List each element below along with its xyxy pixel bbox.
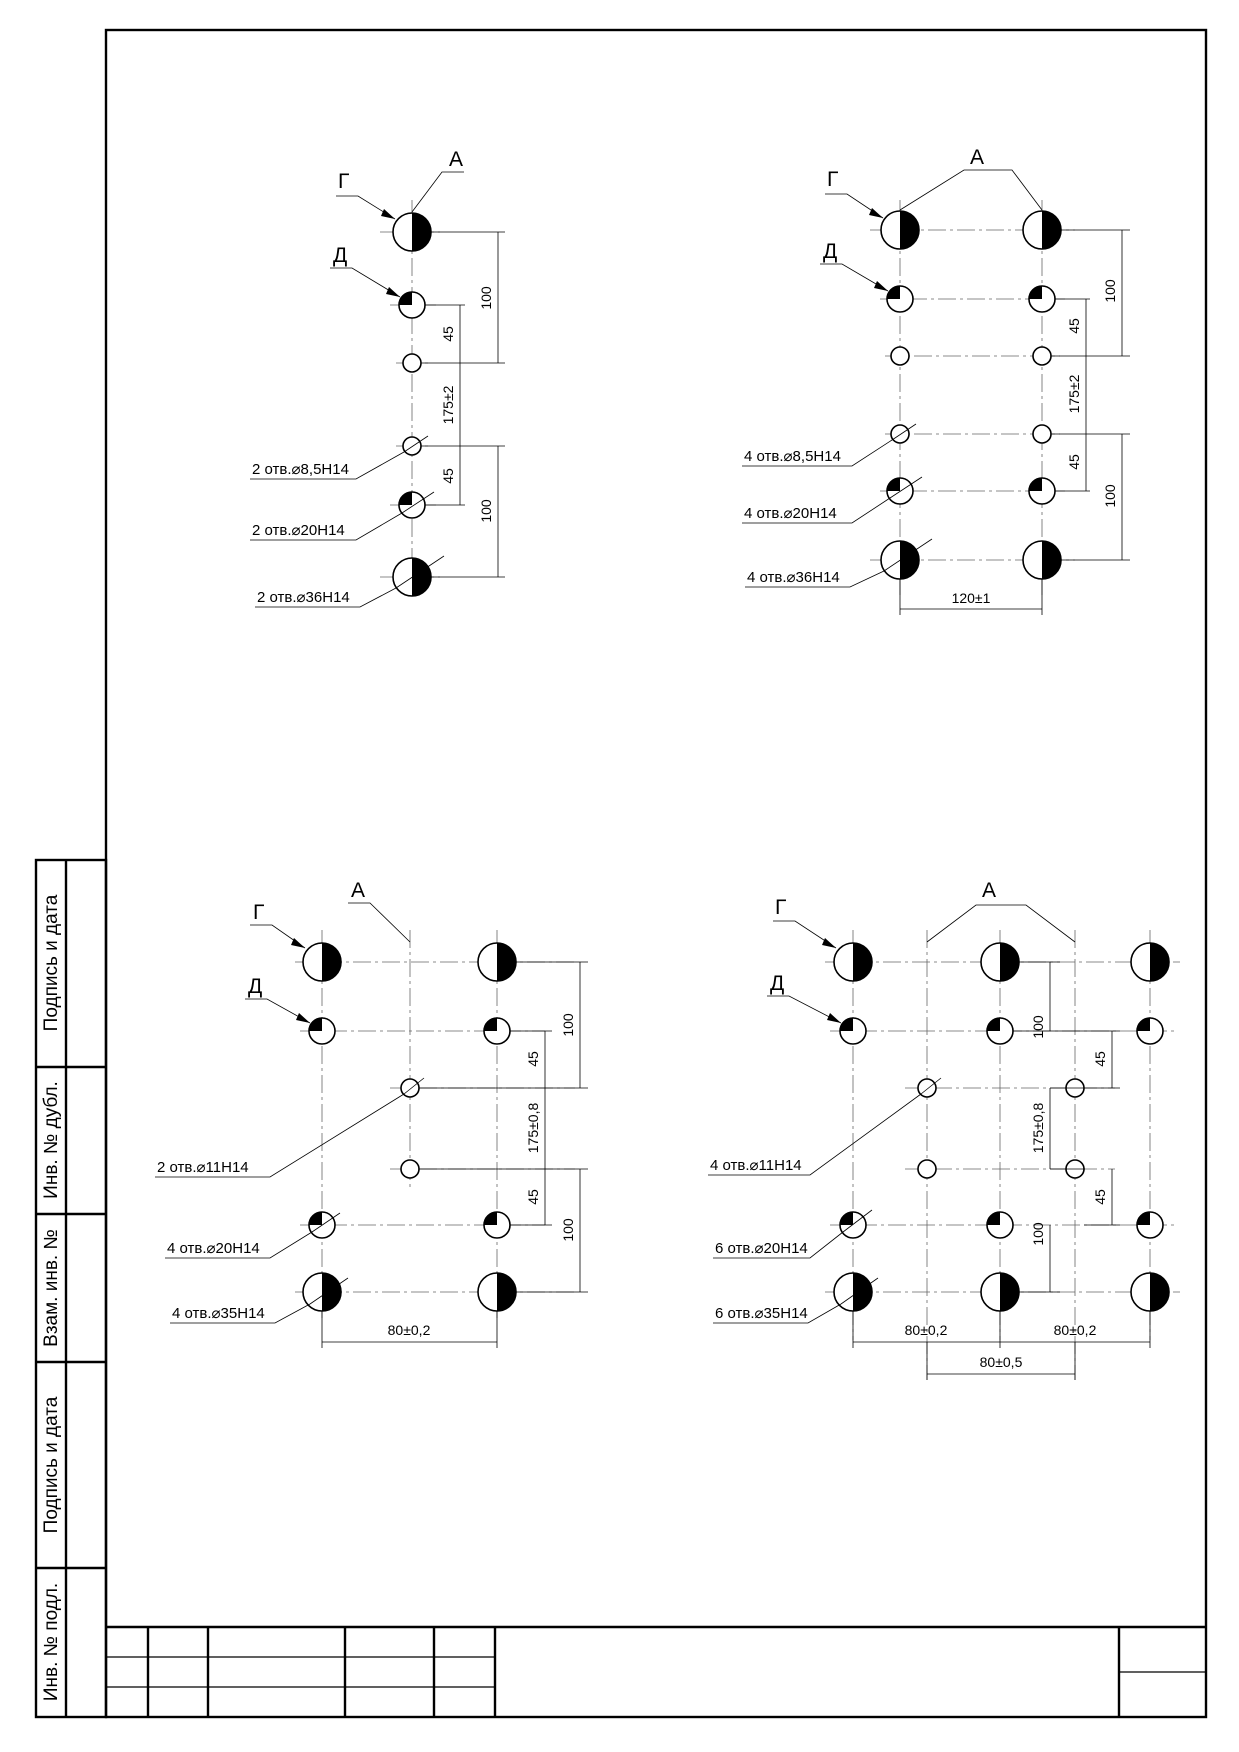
scheme-1: А Г Д 2 отв.⌀8,5H14 2 отв.⌀20H14 2 отв.⌀… bbox=[250, 148, 505, 608]
hole-d35 bbox=[1130, 942, 1170, 982]
side-label-sign-date-2: Подпись и дата bbox=[41, 1396, 62, 1533]
callout-hole-3: 2 отв.⌀36H14 bbox=[257, 589, 350, 606]
dim-45-top: 45 bbox=[440, 326, 456, 342]
letter-a: А bbox=[351, 879, 365, 902]
title-block bbox=[106, 1625, 1206, 1717]
letter-a: А bbox=[449, 148, 463, 171]
hole-d35 bbox=[1130, 1272, 1170, 1312]
side-label-inv-podl: Инв. № подл. bbox=[41, 1583, 62, 1701]
hole-d20 bbox=[839, 1017, 867, 1045]
callout-hole-1: 2 отв.⌀11H14 bbox=[157, 1159, 249, 1176]
dim-175: 175±0,8 bbox=[525, 1103, 541, 1154]
letter-d: Д bbox=[333, 244, 347, 267]
scheme-2: А Г Д 4 отв.⌀8,5H14 4 отв.⌀20H14 4 отв.⌀… bbox=[742, 146, 1130, 615]
side-label-inv-dubl: Инв. № дубл. bbox=[41, 1081, 62, 1199]
hole-d35 bbox=[477, 1272, 517, 1312]
side-label-sign-date-1: Подпись и дата bbox=[41, 894, 62, 1031]
hole-d11 bbox=[917, 1159, 937, 1179]
letter-a: А bbox=[970, 146, 984, 169]
sheet-frame bbox=[104, 28, 1208, 1719]
letter-d: Д bbox=[248, 975, 262, 998]
hole-d36 bbox=[1022, 210, 1062, 250]
dim-width-inner: 80±0,5 bbox=[980, 1354, 1023, 1370]
dim-175: 175±0,8 bbox=[1030, 1103, 1046, 1154]
hole-d20 bbox=[886, 285, 914, 313]
hole-d35 bbox=[980, 942, 1020, 982]
hole-d20 bbox=[1136, 1211, 1164, 1239]
hole-d8-5 bbox=[402, 353, 422, 373]
hole-d20 bbox=[839, 1211, 867, 1239]
callout-hole-1: 4 отв.⌀11H14 bbox=[710, 1157, 802, 1174]
hole-d35 bbox=[833, 1272, 873, 1312]
letter-d: Д bbox=[770, 972, 784, 995]
hole-d20 bbox=[308, 1017, 336, 1045]
hole-d36 bbox=[1022, 540, 1062, 580]
dim-175: 175±2 bbox=[440, 385, 456, 424]
letter-g: Г bbox=[827, 168, 838, 191]
dim-175: 175±2 bbox=[1066, 374, 1082, 413]
callout-hole-2: 2 отв.⌀20H14 bbox=[252, 522, 345, 539]
hole-d35 bbox=[833, 942, 873, 982]
letter-d: Д bbox=[823, 240, 837, 263]
dim-width: 80±0,2 bbox=[388, 1322, 431, 1338]
dim-100-top: 100 bbox=[560, 1013, 576, 1037]
hole-d20 bbox=[398, 291, 426, 319]
hole-d20 bbox=[986, 1211, 1014, 1239]
hole-d20 bbox=[1028, 285, 1056, 313]
letter-a: А bbox=[982, 879, 996, 902]
hole-d8-5 bbox=[1032, 424, 1052, 444]
scheme-3: А Г Д 2 отв.⌀11H14 4 отв.⌀20H14 4 отв.⌀3… bbox=[155, 879, 588, 1348]
dim-100-bottom: 100 bbox=[478, 499, 494, 523]
dim-100-bottom: 100 bbox=[1102, 484, 1118, 508]
hole-d8-5 bbox=[402, 436, 422, 456]
letter-g: Г bbox=[338, 170, 349, 193]
callout-hole-2: 4 отв.⌀20H14 bbox=[167, 1240, 260, 1257]
hole-d8-5 bbox=[1032, 346, 1052, 366]
dim-45-bottom: 45 bbox=[440, 468, 456, 484]
dim-100-bottom: 100 bbox=[560, 1218, 576, 1242]
callout-hole-3: 4 отв.⌀35H14 bbox=[172, 1305, 265, 1322]
dim-45-top: 45 bbox=[1092, 1051, 1108, 1067]
dim-45-bottom: 45 bbox=[1066, 454, 1082, 470]
side-label-vzam-inv: Взам. инв. № bbox=[41, 1229, 62, 1347]
hole-d8-5 bbox=[890, 346, 910, 366]
hole-d8-5 bbox=[890, 424, 910, 444]
callout-hole-2: 4 отв.⌀20H14 bbox=[744, 505, 837, 522]
hole-d20 bbox=[398, 491, 426, 519]
callout-hole-2: 6 отв.⌀20H14 bbox=[715, 1240, 808, 1257]
hole-d36 bbox=[880, 210, 920, 250]
dim-100-bottom: 100 bbox=[1030, 1222, 1046, 1246]
hole-d35 bbox=[477, 942, 517, 982]
hole-d20 bbox=[986, 1017, 1014, 1045]
scheme-4: А Г Д 4 отв.⌀11H14 6 отв.⌀20H14 6 отв.⌀3… bbox=[708, 879, 1180, 1380]
hole-d35 bbox=[980, 1272, 1020, 1312]
dim-45-bottom: 45 bbox=[1092, 1189, 1108, 1205]
hole-d35 bbox=[302, 1272, 342, 1312]
dim-100-top: 100 bbox=[1102, 279, 1118, 303]
callout-hole-1: 2 отв.⌀8,5H14 bbox=[252, 461, 349, 478]
dim-100-top: 100 bbox=[478, 286, 494, 310]
side-stamp: Подпись и дата Инв. № дубл. Взам. инв. №… bbox=[34, 858, 108, 1719]
dim-45-top: 45 bbox=[1066, 318, 1082, 334]
hole-d36 bbox=[392, 212, 432, 252]
hole-d20 bbox=[1136, 1017, 1164, 1045]
dim-width: 120±1 bbox=[952, 590, 991, 606]
dim-width-left: 80±0,2 bbox=[905, 1322, 948, 1338]
hole-d20 bbox=[483, 1017, 511, 1045]
hole-d11 bbox=[400, 1159, 420, 1179]
dim-45-bottom: 45 bbox=[525, 1189, 541, 1205]
hole-d20 bbox=[483, 1211, 511, 1239]
hole-d20 bbox=[1028, 477, 1056, 505]
hole-d35 bbox=[302, 942, 342, 982]
dim-100-top: 100 bbox=[1030, 1015, 1046, 1039]
callout-hole-1: 4 отв.⌀8,5H14 bbox=[744, 448, 841, 465]
letter-g: Г bbox=[253, 901, 264, 924]
dim-width-right: 80±0,2 bbox=[1054, 1322, 1097, 1338]
callout-hole-3: 4 отв.⌀36H14 bbox=[747, 569, 840, 586]
dim-45-top: 45 bbox=[525, 1051, 541, 1067]
callout-hole-3: 6 отв.⌀35H14 bbox=[715, 1305, 808, 1322]
letter-g: Г bbox=[775, 896, 786, 919]
